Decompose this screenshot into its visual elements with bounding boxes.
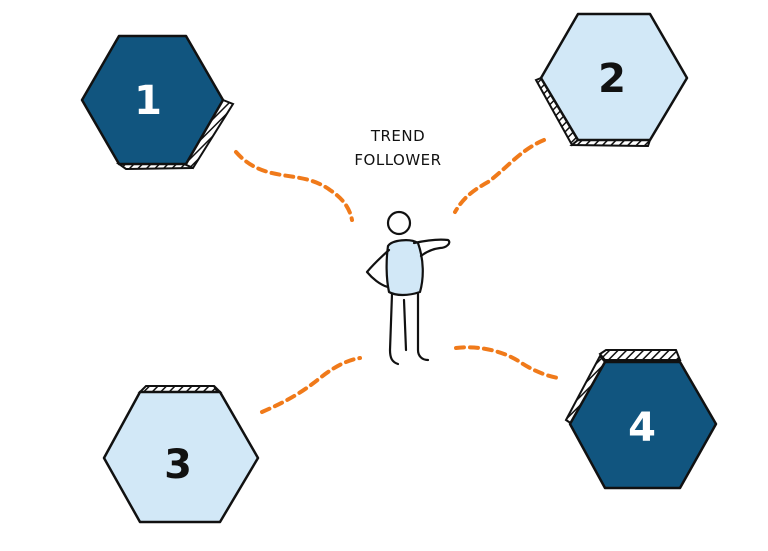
hexagon-4-face [568, 360, 718, 490]
hexagon-2-label: 2 [598, 56, 626, 102]
caption-line-1: TREND [370, 127, 425, 145]
hexagon-3-face [102, 390, 260, 524]
hexagon-2: 2 [534, 12, 689, 148]
figure-leg-left [388, 292, 400, 366]
connectors [234, 138, 560, 414]
hexagon-4-side-top [598, 349, 682, 361]
connector-4 [454, 345, 560, 380]
hexagon-1-label: 1 [134, 78, 162, 124]
hexagon-2-face [539, 12, 689, 142]
connector-2 [453, 138, 546, 214]
hexagon-4: 4 [564, 349, 718, 490]
stick-figure-person-icon [365, 210, 451, 366]
figure-head [386, 210, 412, 236]
hexagon-3: 3 [102, 385, 260, 524]
figure-arm-left [365, 248, 391, 289]
figure-leg-gap [402, 298, 408, 352]
hexagon-3-label: 3 [164, 442, 192, 488]
connector-3 [260, 356, 362, 414]
figure-shirt [385, 239, 424, 297]
hexagon-4-label: 4 [628, 405, 656, 451]
hexagon-1-face [80, 34, 225, 166]
caption-line-2: FOLLOWER [354, 151, 441, 169]
connector-1 [234, 150, 354, 222]
hexagon-1: 1 [80, 34, 235, 171]
figure-arm-right [412, 238, 451, 258]
figure-leg-right [416, 292, 430, 362]
